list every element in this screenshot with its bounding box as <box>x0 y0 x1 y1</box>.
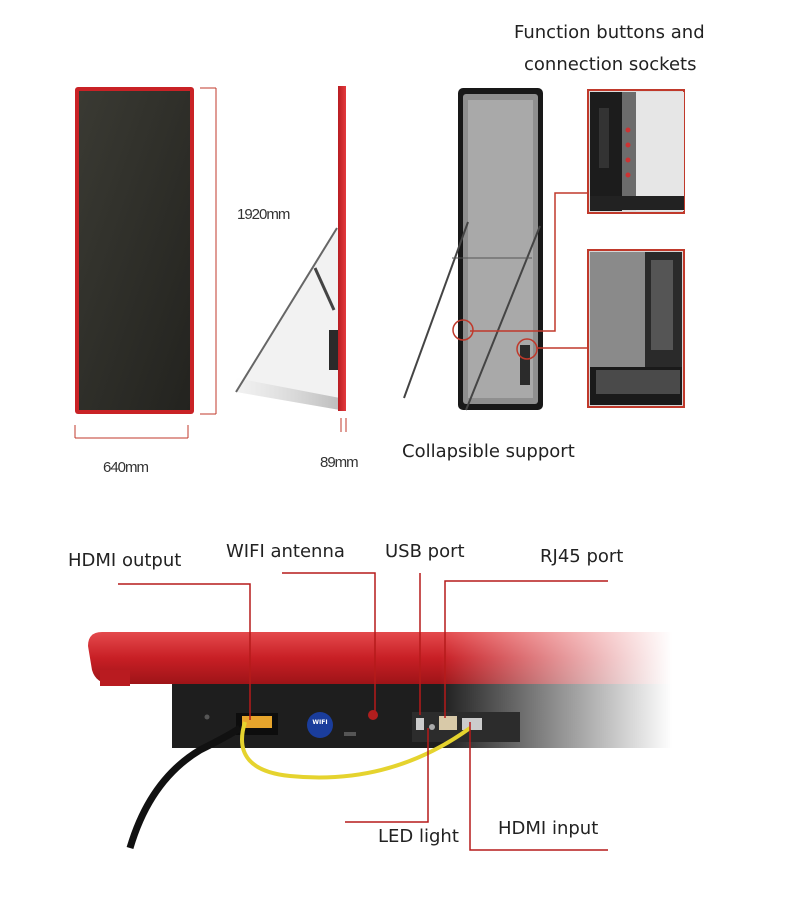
zoom-function-buttons <box>587 89 685 214</box>
led-light-label: LED light <box>378 826 459 847</box>
width-label: 640mm <box>103 459 149 476</box>
front-view-screen <box>75 87 194 414</box>
callout-connectors <box>470 192 588 349</box>
back-view-with-stand <box>403 88 543 411</box>
height-label: 1920mm <box>237 206 290 223</box>
rj45-port-label: RJ45 port <box>540 546 624 567</box>
function-title-line1: Function buttons and <box>514 22 705 43</box>
bottom-callout-lines <box>118 572 608 851</box>
depth-label: 89mm <box>320 454 359 471</box>
height-dimension-line <box>200 87 217 415</box>
zoom-connection-sockets <box>587 249 685 408</box>
wifi-badge-icon: WIFI <box>312 719 328 726</box>
hdmi-input-label: HDMI input <box>498 818 599 839</box>
wifi-antenna-label: WIFI antenna <box>226 541 345 562</box>
hdmi-output-label: HDMI output <box>68 550 182 571</box>
width-dimension-line <box>74 425 189 439</box>
function-title-line2: connection sockets <box>524 54 697 75</box>
bottom-closeup <box>88 625 672 849</box>
side-view <box>235 86 347 432</box>
usb-port-label: USB port <box>385 541 465 562</box>
collapsible-support-label: Collapsible support <box>402 441 575 462</box>
